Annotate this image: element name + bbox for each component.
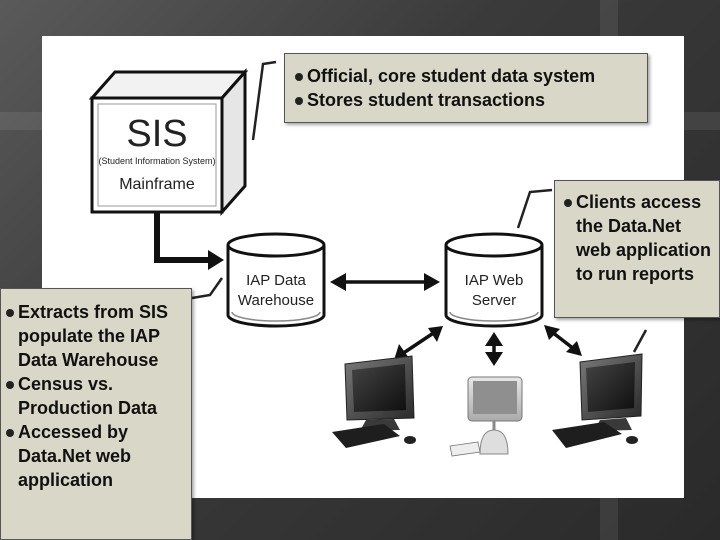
webserver-label-line2: Server <box>472 292 516 309</box>
warehouse-webserver-arrow <box>330 273 440 291</box>
screen-left <box>352 364 406 412</box>
client-workstation-center <box>449 376 523 457</box>
server-to-client-center-arrow <box>485 332 503 366</box>
client-workstation-left <box>332 355 416 448</box>
screen-right <box>586 362 635 412</box>
callout-left: Extracts from SIS populate the IAP Data … <box>0 288 192 540</box>
warehouse-cylinder: IAP Data Warehouse <box>226 232 326 328</box>
mouse-right <box>626 436 638 444</box>
warehouse-label-line1: IAP Data <box>246 272 306 289</box>
webserver-cylinder: IAP Web Server <box>444 232 544 328</box>
sis-to-warehouse-connector <box>154 212 224 270</box>
callout-top-item: Stores student transactions <box>293 88 647 112</box>
server-to-client-left-arrow <box>394 326 443 360</box>
connector-arrowhead <box>208 250 224 270</box>
callout-left-pointer <box>191 277 224 300</box>
callout-top-pointer <box>251 60 277 141</box>
callout-left-item: Census vs. Production Data <box>4 372 187 420</box>
keyboard-center <box>449 441 481 457</box>
sis-box-top <box>88 70 249 100</box>
callout-top-item: Official, core student data system <box>293 64 647 88</box>
screen-center <box>473 381 517 414</box>
callout-left-item: Extracts from SIS populate the IAP Data … <box>4 300 187 372</box>
sis-box-side <box>220 68 247 216</box>
server-to-client-right-arrow <box>544 325 582 356</box>
client-workstation-right <box>552 353 643 448</box>
sis-box-front <box>90 96 224 214</box>
callout-left-item: Accessed by Data.Net web application <box>4 420 187 492</box>
imac-dome <box>479 429 509 455</box>
callout-right: Clients access the Data.Net web applicat… <box>554 180 720 318</box>
callout-right-list: Clients access the Data.Net web applicat… <box>562 190 715 286</box>
mouse-left <box>404 436 416 444</box>
callout-top-list: Official, core student data system Store… <box>293 64 647 112</box>
warehouse-cylinder-top <box>226 232 326 258</box>
keyboard-right <box>552 422 622 448</box>
sis-title: SIS <box>126 113 187 155</box>
callout-right-pointer-top <box>516 188 553 229</box>
callout-left-list: Extracts from SIS populate the IAP Data … <box>4 300 187 492</box>
keyboard-left <box>332 424 400 448</box>
sis-platform: Mainframe <box>119 176 195 193</box>
webserver-label-line1: IAP Web <box>465 272 524 289</box>
webserver-cylinder-top <box>444 232 544 258</box>
callout-right-pointer-bottom <box>632 329 648 353</box>
warehouse-label-line2: Warehouse <box>238 292 314 309</box>
callout-top: Official, core student data system Store… <box>284 53 648 123</box>
sis-subtitle: (Student Information System) <box>98 156 215 166</box>
sis-mainframe-box: SIS (Student Information System) Mainfra… <box>88 68 249 216</box>
callout-right-item: Clients access the Data.Net web applicat… <box>562 190 715 286</box>
